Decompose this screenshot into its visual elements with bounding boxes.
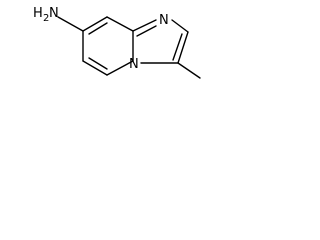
bond-c8-c8a (106, 16, 134, 32)
bond-c7-nh2 (57, 16, 84, 32)
bond-c3-methyl (177, 62, 201, 79)
double-bond-c7-c8 (88, 22, 108, 35)
bond-c8a-n1-double (136, 25, 157, 37)
structural-formula: H 2 N N N (33, 6, 201, 79)
bond-c5-c6 (82, 60, 108, 76)
amine-n-label: N (49, 6, 59, 21)
pyridine-ring-bonds (82, 16, 134, 76)
amine-h-count-label: 2 (43, 13, 49, 24)
amine-group-label: H 2 N (33, 6, 59, 24)
bond-c8a-n1 (132, 19, 157, 32)
bond-n4-c5 (106, 60, 134, 76)
bond-c2-c3 (177, 31, 189, 64)
amine-h-label: H (33, 6, 43, 21)
bond-c2-c3-double (172, 33, 183, 61)
double-bond-c5-c6 (88, 57, 108, 70)
imidazole-ring-bonds (132, 19, 189, 64)
ring-n-top-label: N (159, 13, 169, 28)
bond-c7-c8 (82, 16, 108, 32)
ring-n-bridge-label: N (129, 57, 139, 72)
bond-n1-c2 (171, 19, 189, 33)
